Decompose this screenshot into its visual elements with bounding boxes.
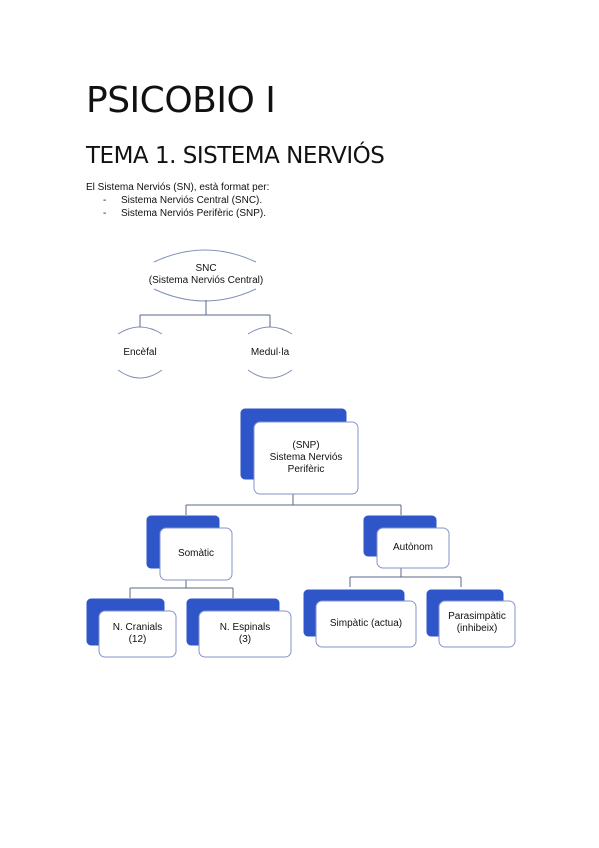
espinals-label: N. Espinals (3) bbox=[199, 622, 291, 646]
snp-boxes bbox=[86, 408, 516, 658]
snp-root-label-line3: Perifèric bbox=[287, 464, 325, 475]
snc-root-arc-bottom bbox=[153, 288, 257, 302]
encefal-arc-bottom bbox=[117, 369, 163, 379]
snc-root-arc-top bbox=[153, 249, 257, 263]
medulla-arc-bottom bbox=[247, 369, 293, 379]
autonom-card bbox=[376, 527, 450, 569]
parasimpatic-label-line1: Parasimpàtic bbox=[448, 611, 506, 622]
parasimpatic-label: Parasimpàtic (inhibeix) bbox=[439, 611, 515, 635]
snc-root-label-line2: (Sistema Nerviós Central) bbox=[148, 275, 264, 286]
parasimpatic-label-line2: (inhibeix) bbox=[456, 623, 498, 634]
snp-root-label: (SNP) Sistema Nerviós Perifèric bbox=[254, 440, 358, 476]
medulla-arc-top bbox=[247, 326, 293, 335]
espinals-label-line1: N. Espinals bbox=[219, 622, 271, 633]
cranials-card bbox=[98, 610, 177, 658]
bullet-list: Sistema Nerviós Central (SNC). Sistema N… bbox=[103, 194, 266, 220]
autonom-label: Autònom bbox=[392, 542, 434, 553]
parasimpatic-card bbox=[438, 600, 516, 648]
bullet-item-snp: Sistema Nerviós Perifèric (SNP). bbox=[103, 207, 266, 220]
cranials-label-line1: N. Cranials bbox=[112, 622, 163, 633]
snp-root-card bbox=[253, 421, 359, 495]
section-heading: TEMA 1. SISTEMA NERVIÓS bbox=[86, 143, 385, 169]
cranials-label: N. Cranials (12) bbox=[99, 622, 176, 646]
espinals-card bbox=[198, 610, 292, 658]
somatic-card bbox=[159, 527, 233, 581]
snp-root-label-line2: Sistema Nerviós bbox=[269, 452, 343, 463]
simpatic-card bbox=[315, 600, 417, 648]
simpatic-label: Simpàtic (actua) bbox=[329, 618, 403, 629]
bullet-item-snc: Sistema Nerviós Central (SNC). bbox=[103, 194, 266, 207]
encefal-label: Encèfal bbox=[123, 347, 157, 358]
intro-text: El Sistema Nerviós (SN), està format per… bbox=[86, 182, 270, 193]
snp-connectors bbox=[129, 494, 462, 598]
encefal-arc-top bbox=[117, 326, 163, 335]
document-title: PSICOBIO I bbox=[86, 80, 276, 121]
espinals-label-line2: (3) bbox=[238, 634, 252, 645]
snc-root-label: SNC (Sistema Nerviós Central) bbox=[130, 263, 282, 287]
medulla-label: Medul·la bbox=[250, 347, 290, 358]
snc-diagram bbox=[117, 249, 293, 379]
somatic-label: Somàtic bbox=[177, 548, 215, 559]
snc-root-label-line1: SNC bbox=[195, 263, 217, 274]
cranials-label-line2: (12) bbox=[128, 634, 147, 645]
snp-root-label-line1: (SNP) bbox=[292, 440, 320, 451]
